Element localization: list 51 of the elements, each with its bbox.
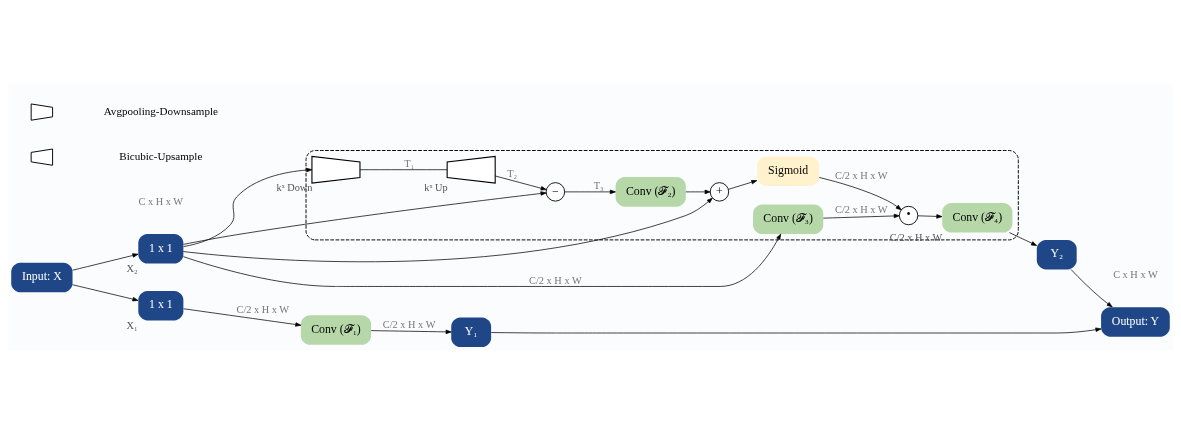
node-box: Y₂	[1036, 239, 1077, 270]
edge-label: T₃	[593, 180, 604, 192]
arrow	[685, 189, 711, 195]
node-label: X₁	[126, 319, 138, 331]
node-label: X₂	[126, 262, 138, 274]
node-box: Sigmoid	[757, 156, 820, 186]
arrow	[370, 329, 452, 335]
edge-label: C/2 x H x W	[382, 318, 436, 330]
node-box: 1 x 1	[138, 234, 184, 264]
node-box: Conv (𝓕₃)	[753, 204, 824, 234]
edge-label: C/2 x H x W	[236, 304, 290, 316]
connector	[359, 169, 448, 171]
arrow	[183, 197, 713, 263]
arrow	[183, 191, 547, 245]
node-box: Conv (𝓕₂)	[615, 177, 686, 207]
node-label: kˣ Down	[276, 182, 313, 194]
arrow	[183, 233, 782, 287]
arrow	[183, 167, 313, 247]
edge-label: C/2 x H x W	[529, 274, 582, 286]
arrow	[495, 175, 547, 191]
edge-label: T₁	[404, 157, 415, 169]
arrow	[72, 253, 139, 271]
node-trapezoid	[446, 155, 496, 184]
arrow	[490, 327, 1102, 334]
edge-label: C/2 x H x W	[835, 170, 888, 182]
arrow	[72, 284, 139, 302]
arrow	[1070, 269, 1113, 308]
node-box: Conv (𝓕₁)	[300, 315, 372, 345]
arrow	[1008, 232, 1037, 246]
node-box: Y₁	[451, 317, 492, 348]
node-box: Conv (𝓕₄)	[942, 202, 1013, 233]
legend-label: Bicubic-Upsample	[119, 149, 203, 162]
label: C x H x W	[138, 195, 184, 207]
node-circle: −	[545, 182, 566, 202]
node-label: kˣ Up	[424, 182, 448, 194]
arrow	[728, 180, 758, 190]
node-box: Output: Y	[1101, 307, 1170, 337]
arrow	[818, 177, 902, 211]
node-box: 1 x 1	[138, 290, 184, 321]
node-circle: •	[898, 205, 919, 226]
node-trapezoid	[311, 155, 361, 184]
arrow	[183, 308, 302, 327]
arrow	[564, 189, 616, 195]
legend-label: Avgpooling-Downsample	[103, 104, 218, 117]
label: C x H x W	[1113, 269, 1158, 281]
node-box: Input: X	[11, 262, 73, 293]
arrow	[822, 213, 900, 219]
edge-label: T₂	[507, 168, 518, 180]
edge-label: C/2 x H x W	[835, 204, 888, 216]
node-circle: +	[709, 182, 730, 202]
arrow	[917, 214, 943, 219]
